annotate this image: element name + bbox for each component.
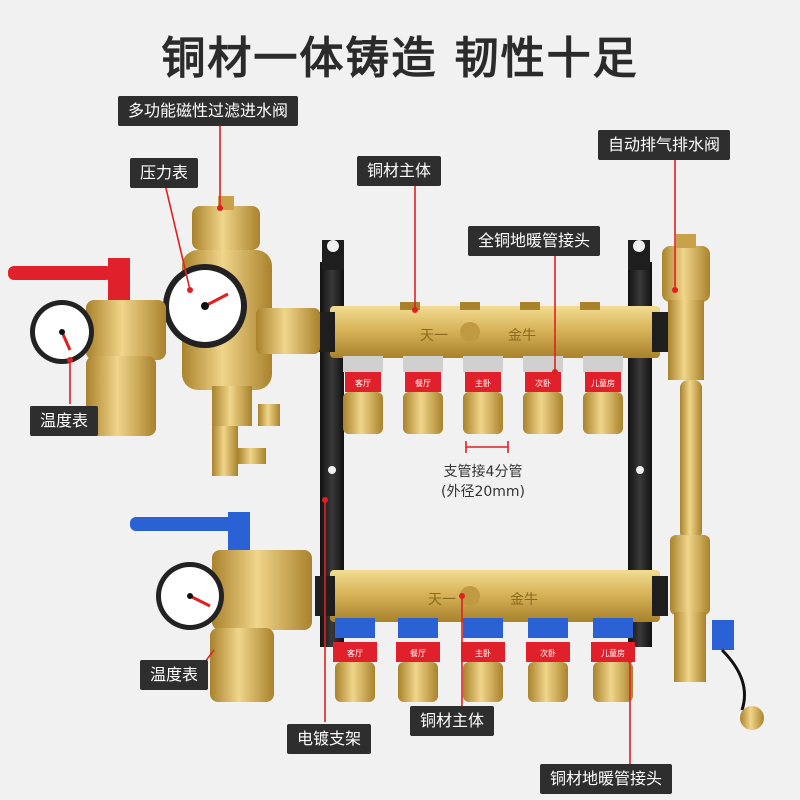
top-manifold-body [315,302,668,358]
tag-top-5: 儿童房 [591,378,615,388]
brand-bottom-right: 金牛 [510,592,538,608]
auto-exhaust-valve [662,234,764,730]
bottom-branch-valves [333,618,635,702]
label-copper-body-top: 铜材主体 [357,156,442,186]
temperature-gauge-top-icon [30,300,94,364]
pressure-gauge-icon [163,264,247,348]
temperature-gauge-bottom-icon [156,562,224,630]
brand-bottom-left: 天一 [428,592,456,608]
bottom-valve-2 [396,618,440,702]
top-valve-2 [403,356,443,434]
tag-bottom-1: 客厅 [347,648,363,658]
top-valve-5 [583,356,623,434]
tag-bottom-5: 儿童房 [601,648,625,658]
bottom-manifold-body [315,570,668,622]
bottom-valve-5 [591,618,635,702]
valve-tags-bottom: 客厅 餐厅 主卧 次卧 儿童房 [347,648,625,658]
label-copper-body-bottom: 铜材主体 [410,706,495,736]
brand-top-left: 天一 [420,328,448,344]
top-valve-4 [523,356,563,434]
bottom-valve-3 [461,618,505,702]
label-plated-bracket: 电镀支架 [287,724,372,754]
bottom-valve-1 [333,618,377,702]
brand-marks: 天一 金牛 天一 金牛 [420,328,538,608]
branch-pipe-note-line1: 支管接4分管 [443,464,523,480]
top-valve-3 [463,356,503,434]
blue-handle-valve [130,512,312,702]
branch-pipe-note-line2: (外径20mm) [440,484,525,500]
label-pressure-gauge: 压力表 [130,158,199,188]
tag-top-2: 餐厅 [415,379,431,388]
page-title: 铜材一体铸造 韧性十足 [161,33,639,84]
red-handle-valve [8,258,166,436]
top-branch-valves [343,356,623,434]
valve-tags-top: 客厅 餐厅 主卧 次卧 儿童房 [355,378,615,388]
leader-dots [67,205,678,663]
label-floor-joint-top: 全铜地暖管接头 [468,226,601,256]
label-floor-joint-bottom: 铜材地暖管接头 [540,764,673,794]
tag-bottom-4: 次卧 [540,648,556,658]
label-temp-gauge-bottom: 温度表 [140,660,209,690]
label-filter-inlet-valve: 多功能磁性过滤进水阀 [118,96,299,126]
label-temp-gauge-top: 温度表 [30,406,99,436]
tag-bottom-2: 餐厅 [410,649,426,658]
branch-pipe-note: 支管接4分管 (外径20mm) [418,462,548,502]
leader-lines [69,122,676,764]
tag-top-1: 客厅 [355,378,371,388]
top-valve-1 [343,356,383,434]
tag-top-4: 次卧 [535,378,551,388]
bottom-valve-4 [526,618,570,702]
tag-top-3: 主卧 [475,378,491,388]
tag-bottom-3: 主卧 [475,648,491,658]
brand-top-right: 金牛 [508,328,536,344]
label-auto-exhaust-valve: 自动排气排水阀 [598,130,731,160]
